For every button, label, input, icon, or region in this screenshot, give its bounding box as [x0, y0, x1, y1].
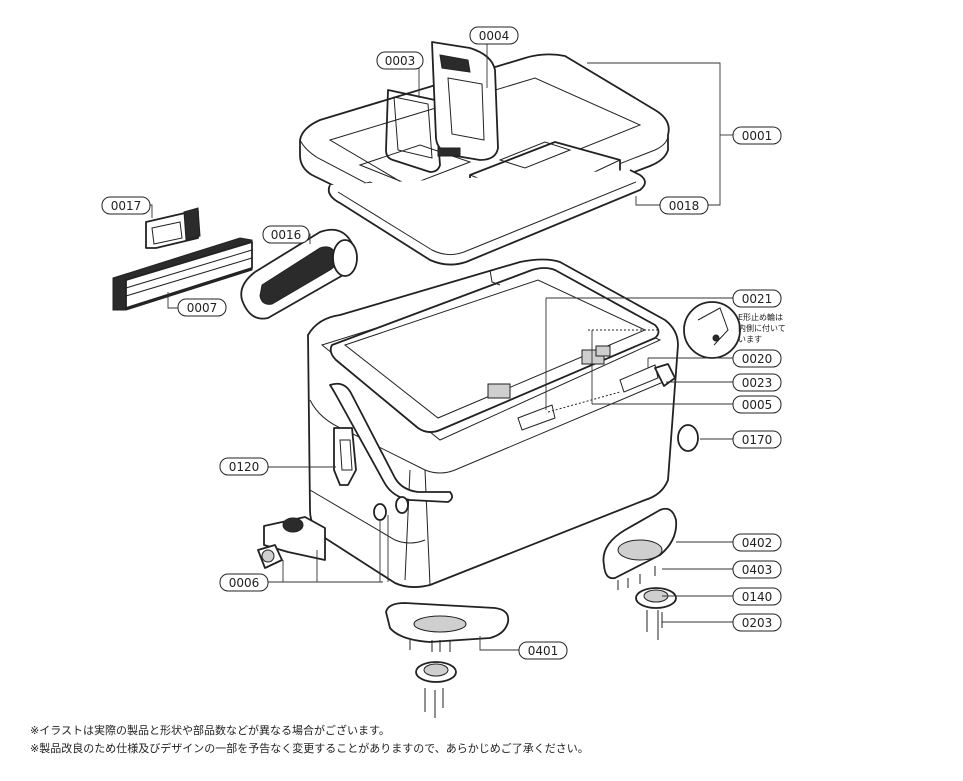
divider-stack — [112, 237, 253, 311]
part-label-0016: 0016 — [262, 225, 310, 244]
part-label-0120: 0120 — [219, 457, 269, 476]
callout-note-line-3: います — [738, 335, 762, 344]
part-label-0402: 0402 — [732, 533, 782, 552]
part-label-0004: 0004 — [469, 26, 519, 45]
part-label-text: 0023 — [742, 376, 773, 390]
part-label-text: 0005 — [742, 398, 773, 412]
screws — [409, 566, 663, 718]
footer-note-2: ※製品改良のため仕様及びデザインの一部を予告なく変更することがありますので、あら… — [30, 742, 589, 755]
front-foot-0402 — [602, 507, 678, 580]
cup-holder — [240, 228, 358, 320]
part-label-text: 0402 — [742, 536, 773, 550]
part-label-0001: 0001 — [732, 126, 782, 145]
part-label-text: 0020 — [742, 352, 773, 366]
part-label-0003: 0003 — [376, 51, 424, 70]
part-label-0021: 0021 — [732, 289, 782, 308]
part-label-text: 0018 — [669, 199, 700, 213]
tray-clip — [145, 207, 201, 249]
part-label-text: 0017 — [111, 199, 142, 213]
rear-foot-0401 — [385, 602, 510, 643]
part-label-text: 0401 — [528, 644, 559, 658]
part-label-text: 0403 — [742, 563, 773, 577]
part-label-text: 0004 — [479, 29, 510, 43]
part-label-text: 0203 — [742, 616, 773, 630]
hinge-frame — [385, 89, 441, 173]
callout-note-line-1: E形止め輪は — [738, 312, 783, 322]
part-label-text: 0021 — [742, 292, 773, 306]
part-label-0203: 0203 — [732, 613, 782, 632]
part-label-0170: 0170 — [732, 430, 782, 449]
callout-note-line-2: 内側に付いて — [738, 323, 786, 333]
part-label-text: 0007 — [187, 301, 218, 315]
part-label-0403: 0403 — [732, 560, 782, 579]
part-label-text: 0001 — [742, 129, 773, 143]
part-label-text: 0003 — [385, 54, 416, 68]
part-label-0006: 0006 — [219, 573, 269, 592]
part-label-text: 0120 — [229, 460, 260, 474]
part-label-0140: 0140 — [732, 587, 782, 606]
part-label-text: 0006 — [229, 576, 260, 590]
part-label-text: 0140 — [742, 590, 773, 604]
cooler-body — [307, 258, 679, 588]
footer-note-1: ※イラストは実際の製品と形状や部品数などが異なる場合がございます。 — [30, 724, 390, 737]
e-ring-callout — [683, 301, 741, 359]
part-label-text: 0170 — [742, 433, 773, 447]
e-ring-callout-note: E形止め輪は 内側に付いて います — [738, 312, 786, 344]
caster-0140 — [635, 587, 677, 609]
part-label-0020: 0020 — [732, 349, 782, 368]
leader-lines — [140, 42, 733, 651]
side-clip — [333, 427, 357, 486]
part-label-text: 0016 — [271, 228, 302, 242]
part-label-0017: 0017 — [101, 196, 151, 215]
label-sticker — [677, 424, 699, 452]
part-label-0018: 0018 — [659, 196, 709, 215]
drain-plug-assembly — [257, 516, 326, 569]
part-label-0023: 0023 — [732, 373, 782, 392]
caster-rear — [415, 661, 457, 683]
part-label-0401: 0401 — [518, 641, 568, 660]
part-label-0007: 0007 — [177, 298, 227, 317]
part-label-0005: 0005 — [732, 395, 782, 414]
small-lid-cover — [431, 41, 499, 161]
